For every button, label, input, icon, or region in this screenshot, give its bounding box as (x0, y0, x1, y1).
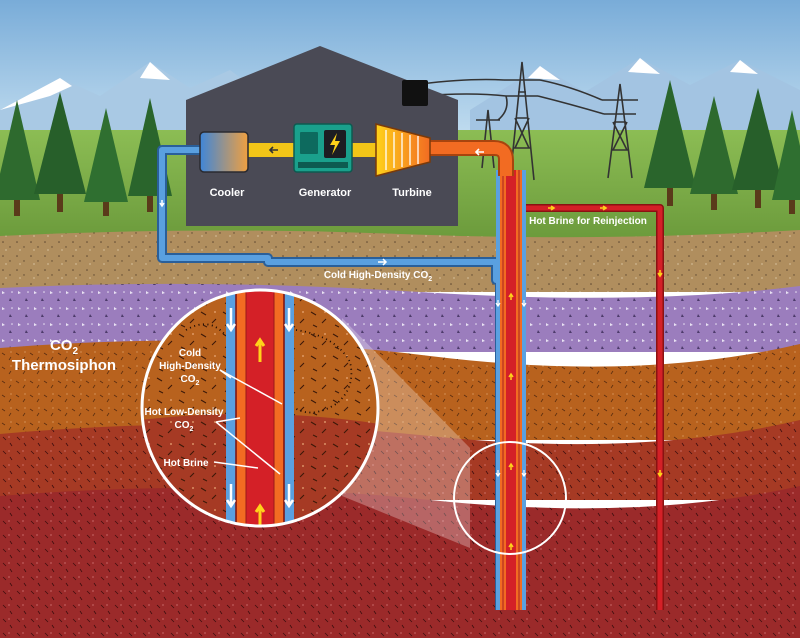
flow-arrow-reinject-1 (548, 205, 556, 211)
generator-label: Generator (299, 187, 352, 199)
flow-arrow-shaft (268, 146, 278, 154)
cold-co2-label: Cold High-Density CO2 (324, 270, 432, 283)
callout-cold-line2: High-Density (159, 361, 221, 372)
callout-hot-line2: CO2 (175, 420, 194, 433)
cold-flow-arrows (159, 200, 388, 266)
trees-right (644, 80, 800, 214)
junction-box (402, 80, 428, 106)
flow-arrow-reinject-3 (657, 270, 663, 278)
hot-brine-reinjection-label: Hot Brine for Reinjection (529, 216, 647, 227)
callout-hot-line1: Hot Low-Density (145, 407, 224, 418)
turbine-label: Turbine (392, 187, 432, 199)
cooler-label: Cooler (210, 187, 246, 199)
magnified-well-view (140, 288, 380, 528)
flow-arrow-reinject-4 (657, 470, 663, 478)
flow-arrow-hot-co2 (474, 148, 484, 156)
well-zoom-target (453, 441, 567, 555)
cooler-unit (199, 131, 249, 173)
flow-arrow-reinject-2 (600, 205, 608, 211)
main-title-line2: Thermosiphon (12, 357, 116, 374)
lightning-icon (330, 133, 340, 155)
main-title-line1: CO2 (50, 337, 79, 357)
callout-cold-line3: CO2 (181, 374, 200, 387)
generator-unit (293, 123, 353, 173)
hot-co2-pipe (430, 140, 514, 176)
callout-cold-line1: Cold (179, 348, 201, 359)
turbine-unit (375, 123, 431, 177)
callout-hot-brine: Hot Brine (164, 458, 209, 469)
well-bundle (495, 170, 527, 610)
